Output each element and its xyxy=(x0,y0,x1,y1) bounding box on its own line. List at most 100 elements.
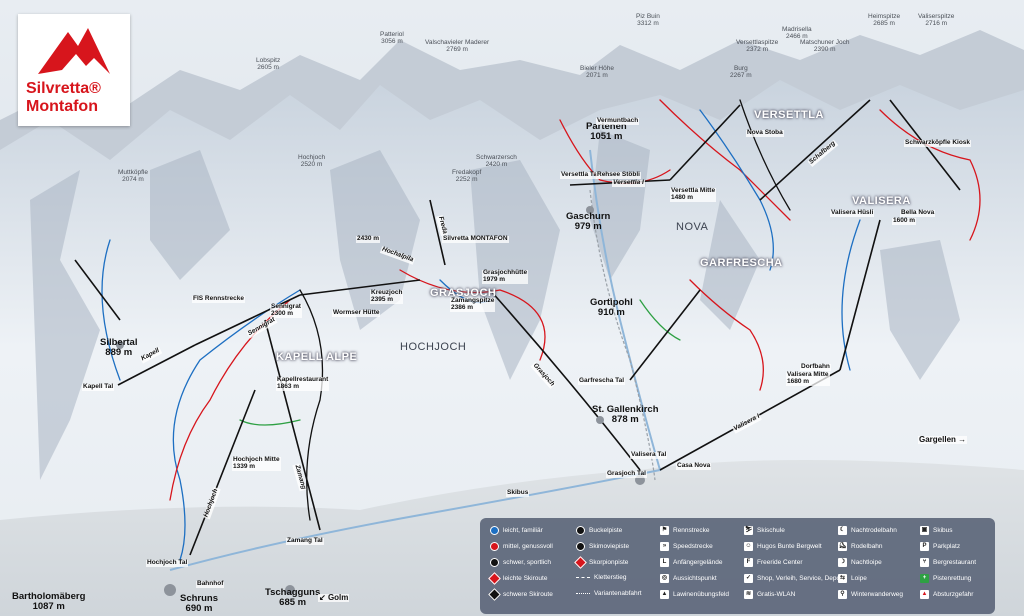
station-grasjoch-tal: Grasjoch Tal xyxy=(606,470,647,478)
station-valisera-tal: Valisera Tal xyxy=(630,451,668,459)
race-icon: ⚑ xyxy=(660,526,669,535)
station-nova-stoba: Nova Stoba xyxy=(746,129,784,137)
lift-top-hochjoch xyxy=(299,279,421,296)
skimovie-icon xyxy=(576,542,585,551)
logo-mountain-icon xyxy=(38,28,110,74)
red-diamond-icon xyxy=(488,572,501,585)
piste-black-hochjoch xyxy=(299,289,324,521)
legend-item-skorpion: Skorpionpiste xyxy=(574,556,628,569)
legend-item-absturz: ▲Absturzgefahr xyxy=(920,590,974,599)
legend-item-schwer: schwer, sportlich xyxy=(490,558,551,567)
legend-item-speed: »Speedstrecke xyxy=(660,542,713,551)
area-garfrescha: GARFRESCHA xyxy=(700,257,783,269)
station-bahnhof: Bahnhof xyxy=(196,580,225,588)
black-dot-icon xyxy=(490,558,499,567)
legend-item-leicht: leicht, familiär xyxy=(490,526,543,535)
mogul-icon xyxy=(576,526,585,535)
legend-item-shop: ✓Shop, Verleih, Service, Depot xyxy=(744,574,842,583)
lift-hochjoch xyxy=(189,389,256,556)
piste-red-valisera xyxy=(879,109,981,241)
beginner-icon: L xyxy=(660,558,669,567)
blue-dot-icon xyxy=(490,526,499,535)
legend-item-pistenrettung: +Pistenrettung xyxy=(920,574,971,583)
legend-item-wanderweg: ⚲Winterwanderweg xyxy=(838,590,903,599)
ski-school-icon: ⛷ xyxy=(744,526,753,535)
town-dots xyxy=(116,206,645,596)
legend-item-variante: Variantenabfahrt xyxy=(576,590,642,597)
area-grasjoch: GRASJOCH xyxy=(430,287,497,299)
piste-red-garfrescha xyxy=(689,279,764,391)
legend-item-kletterstieg: Kletterstieg xyxy=(576,574,627,581)
station-schwarzkoepfle-kiosk: Schwarzköpfle Kiosk xyxy=(904,139,972,147)
sled-icon: ⛸ xyxy=(838,542,847,551)
area-nova: NOVA xyxy=(676,221,709,233)
legend-item-rodel: ⛸Rodelbahn xyxy=(838,542,883,551)
lifts xyxy=(74,99,961,556)
label-vermuntbach: Vermuntbach xyxy=(596,117,640,125)
wifi-icon: ≋ xyxy=(744,590,753,599)
piste-blue-hochjoch xyxy=(172,289,301,561)
station-silvretta-sign: Silvretta MONTAFON xyxy=(442,235,509,243)
station-hochjoch-tal: Hochjoch Tal xyxy=(146,559,189,567)
lift-kapell xyxy=(117,344,196,386)
speed-icon: » xyxy=(660,542,669,551)
viewpoint-icon: ◎ xyxy=(660,574,669,583)
avalanche-icon: ▲ xyxy=(660,590,669,599)
piste-green-kapell xyxy=(239,419,301,426)
kids-icon: ☺ xyxy=(744,542,753,551)
lift-freda xyxy=(429,199,446,266)
dotted-line-icon xyxy=(576,592,590,594)
restaurant-icon: ⑂ xyxy=(920,558,929,567)
legend-item-hugos: ☺Hugos Bunte Bergwelt xyxy=(744,542,822,551)
station-rehsee-stoebli: Rehsee Stöbli xyxy=(596,171,641,179)
legend-item-lawine: ▲Lawinenübungsfeld xyxy=(660,590,730,599)
area-hochjoch: HOCHJOCH xyxy=(400,341,467,353)
legend-item-nachtloipe: ☽Nachtloipe xyxy=(838,558,882,567)
station-spot-2430: 2430 m xyxy=(356,235,381,243)
piste-black-versettla xyxy=(739,99,791,211)
first-aid-icon: + xyxy=(920,574,929,583)
station-garfrescha-tal: Garfrescha Tal xyxy=(578,377,626,385)
legend-item-loipe: ⇆Loipe xyxy=(838,574,867,583)
lift-hochalpila xyxy=(194,294,301,346)
station-kapell-tal: Kapell Tal xyxy=(82,383,115,391)
legend-item-mittel: mittel, genussvoll xyxy=(490,542,553,551)
station-valisera-bahn-alt: 1600 m xyxy=(892,217,917,225)
legend-item-skimovie: Skimoviepiste xyxy=(576,542,629,551)
red-dot-icon xyxy=(490,542,499,551)
piste-red-nova xyxy=(559,119,671,184)
bus-icon: ▣ xyxy=(920,526,929,535)
night-trail-icon: ☽ xyxy=(838,558,847,567)
station-zamang-tal: Zamang Tal xyxy=(286,537,324,545)
lift-valisera-up xyxy=(839,219,881,371)
pistes xyxy=(101,99,981,561)
legend-item-schwere-route: schwere Skiroute xyxy=(488,588,553,601)
station-bella-nova: Bella Nova xyxy=(900,209,936,217)
station-dorfbahn: Dorfbahn xyxy=(800,363,831,371)
lift-silbertal xyxy=(74,259,121,321)
station-versettla-tal: Versettla Tal xyxy=(560,171,600,179)
logo-brand-line1: Silvretta® xyxy=(26,80,101,97)
